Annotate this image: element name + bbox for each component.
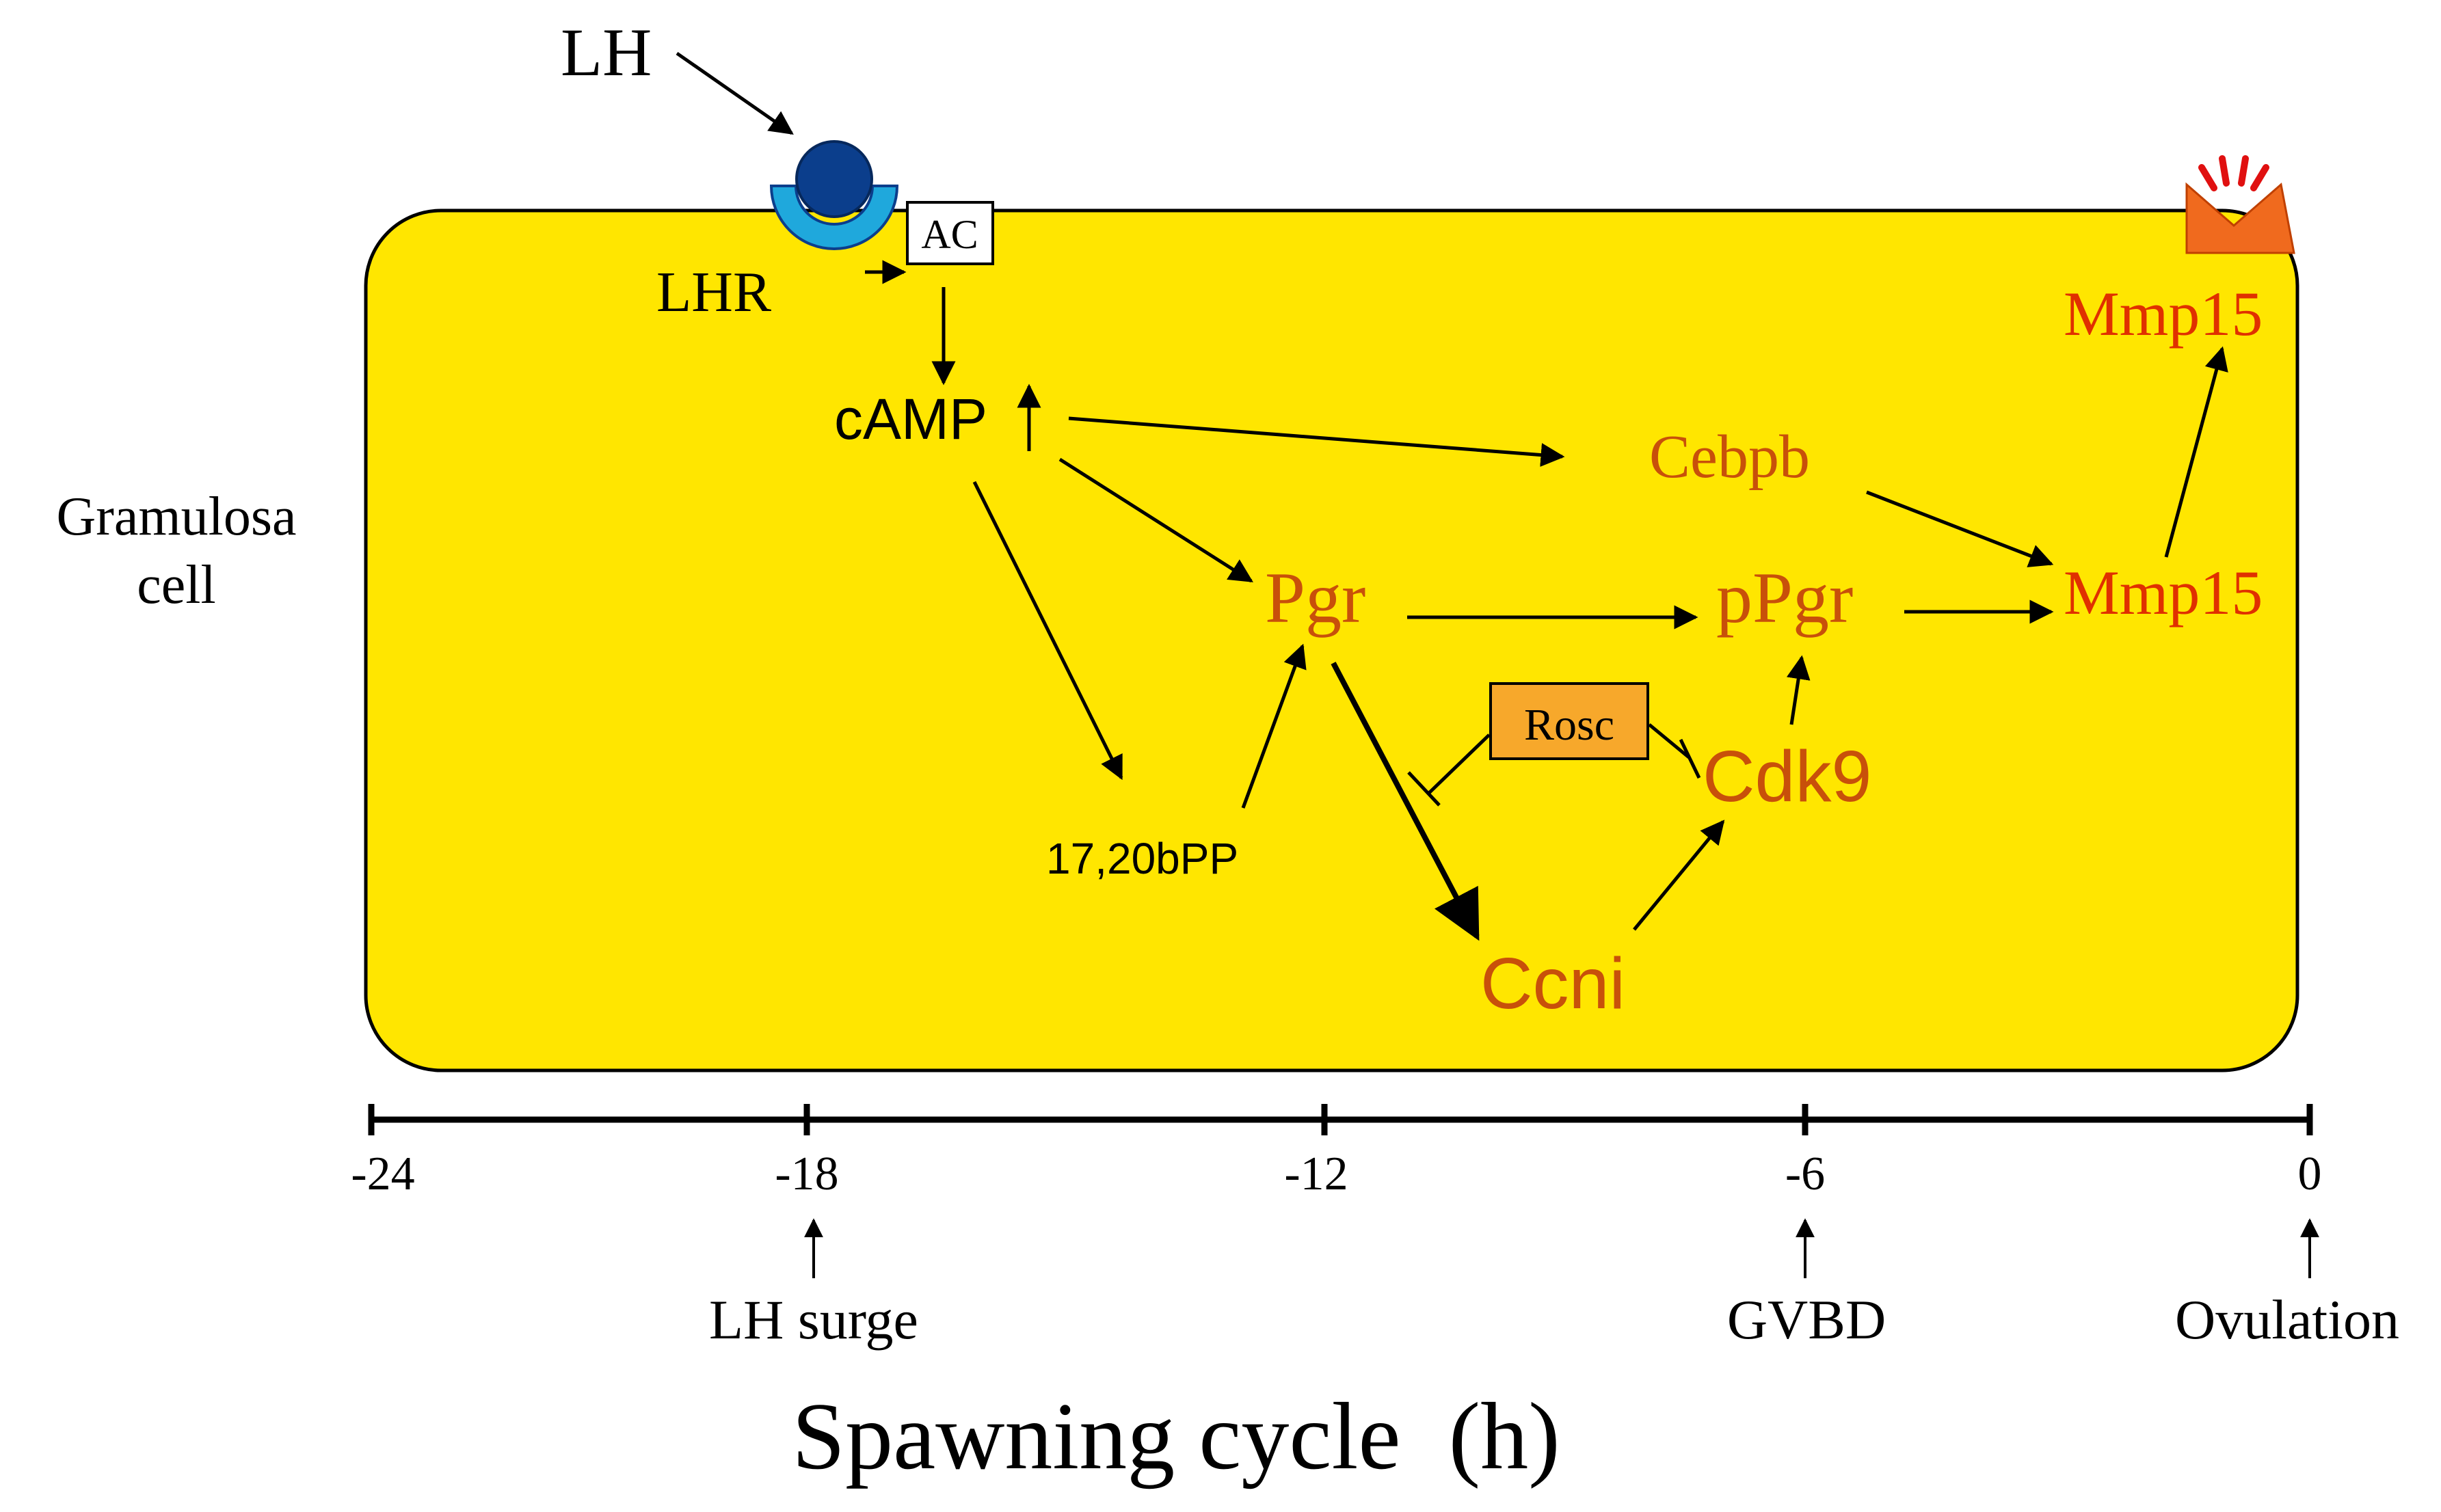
pgr-label: Pgr xyxy=(1265,558,1365,638)
arrow-cebpb-to-mmp15 xyxy=(1866,490,2054,567)
rupture-rays xyxy=(2198,155,2269,191)
ac-box xyxy=(906,201,994,265)
mmp15-top-label: Mmp15 xyxy=(2064,279,2263,349)
timeline-ticks xyxy=(368,1104,2313,1135)
timeline-tick-label-1: -18 xyxy=(775,1148,838,1200)
inhibit-rosc-to-pgr-ccni xyxy=(1428,733,1491,794)
arrow-lh-to-receptor xyxy=(676,51,794,135)
pathway-arrows xyxy=(676,51,2228,941)
event-arrows xyxy=(804,1218,2319,1278)
timeline-tick-label-3: -6 xyxy=(1785,1148,1825,1200)
granulosa-label-line1: Gramulosa xyxy=(56,487,296,547)
timeline-tick-label-0: -24 xyxy=(351,1148,414,1200)
arrow-camp-to-pp xyxy=(972,481,1123,781)
arrow-pp-to-pgr xyxy=(1241,643,1307,809)
cebpb-label: Cebpb xyxy=(1649,423,1810,491)
inhibit-bar-left xyxy=(1407,771,1441,807)
lh-ligand-icon xyxy=(795,140,873,218)
arrow-cdk9-to-ppgr xyxy=(1786,655,1811,725)
event-ovulation: Ovulation xyxy=(2175,1288,2399,1351)
ppgr-label: pPgr xyxy=(1716,558,1853,638)
ac-label: AC xyxy=(921,212,978,257)
granulosa-cell-body xyxy=(364,208,2299,1072)
lhr-label: LHR xyxy=(656,260,771,324)
inhibit-rosc-to-cdk9 xyxy=(1648,723,1690,759)
rupture-icon xyxy=(2185,182,2295,254)
arrow-mmp15-to-mmp15 xyxy=(2164,346,2228,558)
event-gvbd: GVBD xyxy=(1727,1288,1886,1351)
ccni-label: Ccni xyxy=(1480,943,1625,1024)
granulosa-label-line2: cell xyxy=(137,555,215,615)
mmp15-mid-label: Mmp15 xyxy=(2064,558,2263,627)
arrow-camp-to-pgr xyxy=(1058,457,1253,583)
camp-label: cAMP xyxy=(834,387,987,451)
pp-label: 17,20bPP xyxy=(1046,834,1238,883)
lh-receptor-icon xyxy=(769,185,899,250)
lh-label: LH xyxy=(561,14,652,90)
rosc-box xyxy=(1489,682,1649,760)
arrow-pgr-to-ccni xyxy=(1331,662,1480,941)
arrow-ccni-to-cdk9 xyxy=(1633,820,1725,931)
axis-title: Spawning cycle (h) xyxy=(792,1383,1560,1489)
rosc-label: Rosc xyxy=(1524,700,1614,750)
cdk9-label: Cdk9 xyxy=(1703,736,1871,817)
inhibit-bar-right xyxy=(1679,738,1701,779)
timeline-tick-label-4: 0 xyxy=(2298,1148,2322,1200)
event-lh-surge: LH surge xyxy=(709,1288,918,1351)
arrow-camp-to-cebpb xyxy=(1068,416,1565,468)
timeline-tick-label-2: -12 xyxy=(1284,1148,1348,1200)
